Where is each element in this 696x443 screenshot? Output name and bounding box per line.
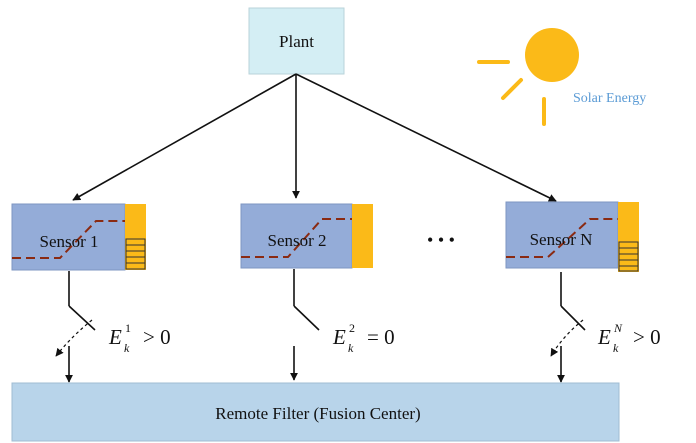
battery-charge-bars — [618, 241, 639, 272]
sensor-n-link — [550, 272, 586, 383]
battery-icon — [125, 204, 146, 270]
plant-label: Plant — [279, 32, 314, 51]
svg-text:E: E — [332, 325, 346, 349]
sensor-1: Sensor 1 — [11, 203, 146, 271]
svg-text:E: E — [108, 325, 122, 349]
sensor-2-label: Sensor 2 — [267, 231, 326, 250]
threshold-curve — [12, 220, 125, 259]
svg-text:= 0: = 0 — [367, 325, 395, 349]
plant-box — [248, 7, 345, 75]
condition-1: E 1 k > 0 — [108, 321, 171, 355]
svg-text:k: k — [124, 341, 130, 355]
sun-icon — [477, 28, 579, 126]
battery-icon — [352, 204, 373, 268]
sensor-n: Sensor N — [505, 201, 639, 272]
threshold-curve — [506, 218, 618, 258]
plant-to-sensor-n-arrow — [295, 73, 557, 202]
sensor-1-link — [55, 271, 96, 383]
battery-charge-bars — [125, 238, 146, 270]
svg-text:> 0: > 0 — [633, 325, 661, 349]
sensor-n-label: Sensor N — [530, 230, 593, 249]
svg-text:k: k — [348, 341, 354, 355]
condition-n: E N k > 0 — [597, 321, 661, 355]
remote-filter-box — [11, 382, 620, 442]
ellipsis: • • • — [427, 230, 455, 250]
solar-energy-label: Solar Energy — [573, 91, 646, 106]
sensor-2: Sensor 2 — [240, 203, 373, 269]
sensor-1-label: Sensor 1 — [39, 232, 98, 251]
threshold-curve — [241, 218, 352, 258]
svg-text:1: 1 — [125, 321, 131, 335]
battery-icon — [618, 202, 639, 272]
svg-text:2: 2 — [349, 321, 355, 335]
plant-to-sensor-1-arrow — [72, 73, 297, 201]
svg-text:> 0: > 0 — [143, 325, 171, 349]
svg-text:E: E — [597, 325, 611, 349]
sensor-2-link — [290, 269, 320, 381]
svg-text:N: N — [613, 321, 623, 335]
svg-text:k: k — [613, 341, 619, 355]
remote-filter-label: Remote Filter (Fusion Center) — [215, 404, 420, 423]
condition-2: E 2 k = 0 — [332, 321, 395, 355]
